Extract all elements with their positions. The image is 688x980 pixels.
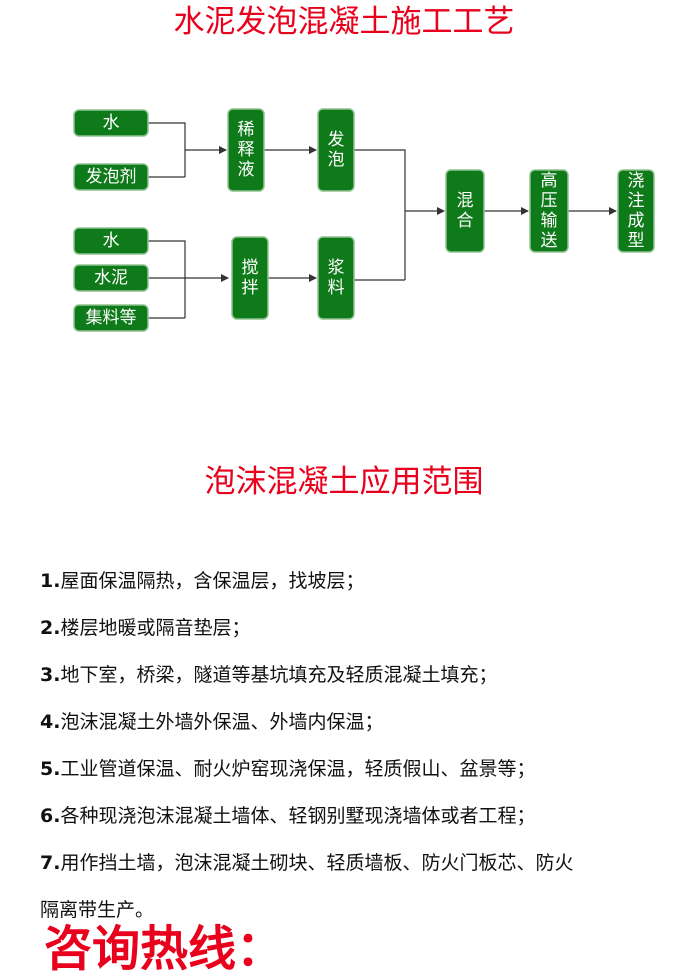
flow-node-label: 送 [541, 231, 558, 251]
flow-node-label: 拌 [242, 278, 259, 298]
flow-node-label: 水 [103, 231, 120, 251]
list-item: 1.屋面保温隔热，含保温层，找坡层； [40, 570, 365, 592]
flow-node-stir: 搅拌 [231, 236, 269, 320]
flow-node-label: 输 [541, 211, 558, 231]
list-item: 5.工业管道保温、耐火炉窑现浇保温，轻质假山、盆景等； [40, 758, 536, 780]
flow-node-cement: 水泥 [73, 264, 149, 292]
connector-water1 [148, 122, 186, 177]
connector-water2 [148, 240, 186, 318]
flow-node-label: 搅 [242, 258, 259, 278]
list-item: 7.用作挡土墙，泡沫混凝土砌块、轻质墙板、防火门板芯、防火 [40, 852, 574, 874]
flow-node-label: 型 [628, 231, 645, 251]
flow-node-label: 浇 [628, 171, 645, 191]
flow-node-label: 注 [628, 191, 645, 211]
application-list: 1.屋面保温隔热，含保温层，找坡层； 2.楼层地暖或隔音垫层； 3.地下室，桥梁… [40, 558, 670, 934]
flow-node-label: 发 [328, 130, 345, 150]
flow-node-label: 液 [238, 160, 255, 180]
list-item: 2.楼层地暖或隔音垫层； [40, 617, 251, 639]
list-item: 隔离带生产。 [40, 899, 155, 921]
section-title: 泡沫混凝土应用范围 [204, 464, 484, 500]
flow-node-label: 压 [541, 191, 558, 211]
flow-node-label: 集料等 [86, 308, 137, 328]
hotline-label: 咨询热线： [44, 921, 285, 977]
flow-node-label: 浆 [328, 258, 345, 278]
flow-node-aggregate: 集料等 [73, 304, 149, 332]
flow-node-label: 料 [328, 278, 345, 298]
list-item: 3.地下室，桥梁，隧道等基坑填充及轻质混凝土填充； [40, 664, 498, 686]
flow-node-label: 发泡剂 [86, 167, 137, 187]
flow-node-mix: 混合 [445, 169, 485, 253]
flow-node-dilute: 稀释液 [227, 108, 265, 192]
flow-node-water2: 水 [73, 227, 149, 255]
flow-node-label: 释 [238, 140, 255, 160]
flow-node-label: 水 [103, 113, 120, 133]
flow-node-label: 成 [628, 211, 645, 231]
flow-node-foaming: 发泡 [317, 108, 355, 192]
flow-node-water1: 水 [73, 109, 149, 137]
flow-node-label: 泡 [328, 150, 345, 170]
flow-node-label: 高 [541, 171, 558, 191]
flow-node-slurry: 浆料 [317, 236, 355, 320]
connector-foaming-out [354, 149, 406, 280]
flow-node-label: 混 [457, 191, 474, 211]
list-item: 6.各种现浇泡沫混凝土墙体、轻钢别墅现浇墙体或者工程； [40, 805, 536, 827]
main-title: 水泥发泡混凝土施工工艺 [173, 4, 515, 40]
flow-node-label: 稀 [238, 120, 255, 140]
flow-node-label: 合 [457, 211, 474, 231]
list-item: 4.泡沫混凝土外墙外保温、外墙内保温； [40, 711, 384, 733]
flow-node-foam-agent: 发泡剂 [73, 163, 149, 191]
flow-node-label: 水泥 [94, 268, 128, 288]
